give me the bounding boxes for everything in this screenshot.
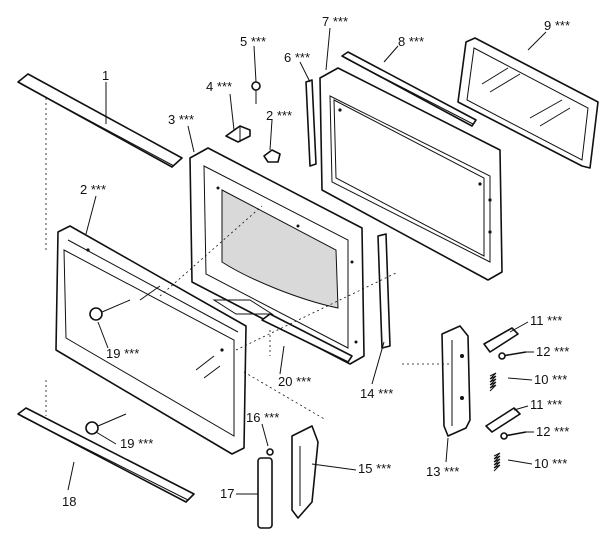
callout-19-upper: 19 ***	[106, 346, 139, 361]
callout-12-lower: 12 ***	[536, 424, 569, 439]
side-strip	[305, 79, 317, 167]
hinge-arm	[291, 425, 319, 519]
callout-5: 5 ***	[240, 34, 266, 49]
top-trim-strip	[17, 73, 183, 168]
callout-2-lower: 2 ***	[80, 182, 106, 197]
door-liner-frame	[319, 67, 503, 281]
clip-2	[263, 149, 281, 163]
outer-door-panel	[55, 225, 247, 455]
spring-upper	[489, 372, 497, 392]
door-stop	[257, 457, 273, 529]
callout-10-upper: 10 ***	[534, 372, 567, 387]
callout-17: 17	[220, 486, 234, 501]
screw-19-upper	[89, 299, 131, 321]
side-strip-14	[377, 233, 391, 349]
callout-12-upper: 12 ***	[536, 344, 569, 359]
spring-lower	[493, 452, 501, 472]
callout-7: 7 ***	[322, 14, 348, 29]
screw-5	[251, 81, 261, 104]
screw-19-lower	[85, 413, 127, 435]
inner-door-panel	[189, 147, 365, 365]
callout-10-lower: 10 ***	[534, 456, 567, 471]
bottom-trim-strip	[17, 407, 195, 503]
pin-lower	[500, 431, 527, 440]
glass-pane	[457, 37, 599, 169]
callout-19-lower: 19 ***	[120, 436, 153, 451]
latch-hook-lower	[485, 407, 521, 433]
callout-4: 4 ***	[206, 79, 232, 94]
latch-hook-upper	[483, 327, 519, 353]
leader-lines	[67, 27, 547, 495]
top-channel-strip	[341, 51, 477, 127]
callout-1: 1	[102, 68, 109, 83]
callout-14: 14 ***	[360, 386, 393, 401]
latch-assembly	[441, 325, 471, 437]
callout-15: 15 ***	[358, 461, 391, 476]
callout-11-upper: 11 ***	[530, 313, 562, 328]
callout-3: 3 ***	[168, 112, 194, 127]
screw-16	[266, 448, 274, 456]
callout-8: 8 ***	[398, 34, 424, 49]
callout-9: 9 ***	[544, 18, 570, 33]
callout-2-upper: 2 ***	[266, 108, 292, 123]
pin-upper	[498, 351, 527, 360]
callout-13: 13 ***	[426, 464, 459, 479]
callout-labels: 1 2 *** 3 *** 4 *** 5 *** 2 *** 6 *** 7 …	[62, 14, 570, 509]
callout-20: 20 ***	[278, 374, 311, 389]
callout-6: 6 ***	[284, 50, 310, 65]
assembly-guides	[45, 98, 452, 421]
hinge-bracket	[225, 125, 251, 143]
callout-11-lower: 11 ***	[530, 397, 562, 412]
callout-16: 16 ***	[246, 410, 279, 425]
callout-18: 18	[62, 494, 76, 509]
bottom-bar	[261, 313, 353, 363]
